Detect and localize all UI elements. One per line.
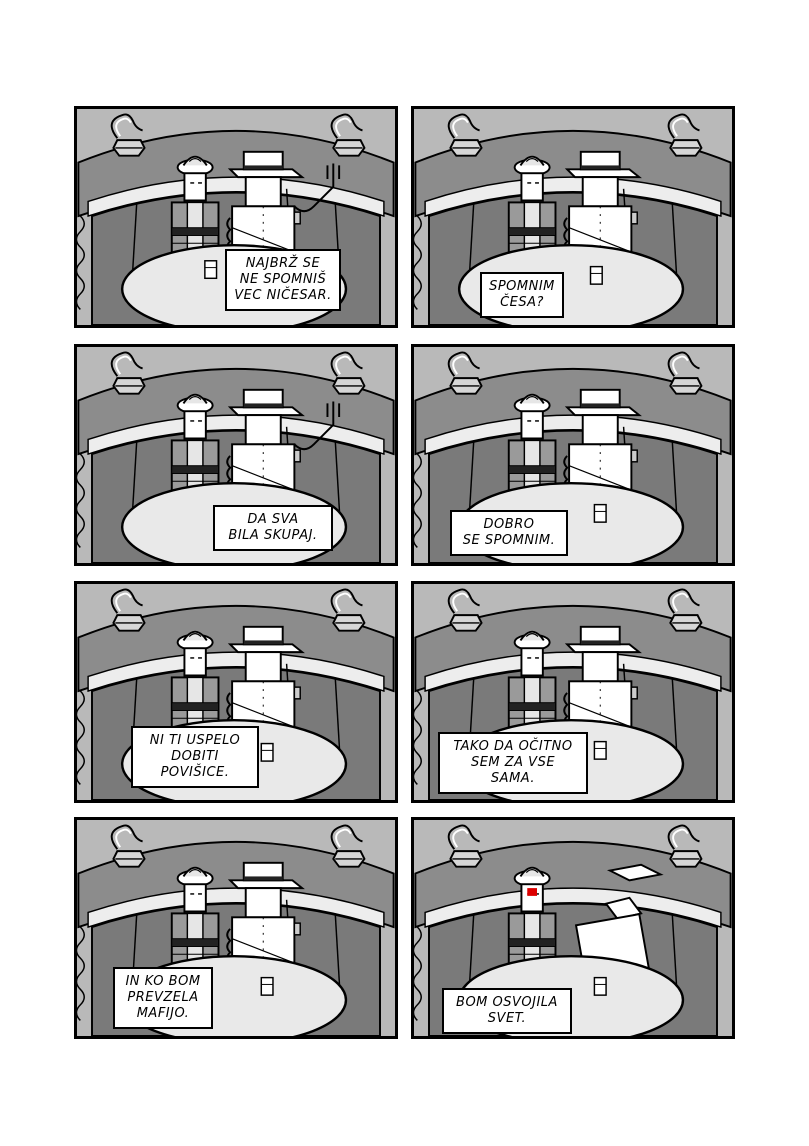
caption-box: IN KO BOM PREVZELA MAFIJO.: [113, 967, 213, 1029]
comic-panel-7: IN KO BOM PREVZELA MAFIJO.: [74, 817, 398, 1039]
panel-1-scene: [77, 113, 395, 325]
panel-2-scene: [414, 113, 732, 325]
caption-box: TAKO DA OČITNO SEM ZA VSE SAMA.: [438, 732, 588, 794]
panel-8-scene: [414, 824, 732, 1036]
comic-panel-3: DA SVA BILA SKUPAJ.: [74, 344, 398, 566]
comic-panel-1: NAJBRŽ SE NE SPOMNIŠ VEC NIČESAR.: [74, 106, 398, 328]
caption-box: BOM OSVOJILA SVET.: [442, 988, 572, 1034]
caption-box: NAJBRŽ SE NE SPOMNIŠ VEC NIČESAR.: [225, 249, 341, 311]
comic-panel-6: TAKO DA OČITNO SEM ZA VSE SAMA.: [411, 581, 735, 803]
caption-box: DA SVA BILA SKUPAJ.: [213, 505, 333, 551]
caption-box: DOBRO SE SPOMNIM.: [450, 510, 568, 556]
caption-box: SPOMNIM ČESA?: [480, 272, 564, 318]
panel-3-scene: [77, 351, 395, 563]
caption-box: NI TI USPELO DOBITI POVIŠICE.: [131, 726, 259, 788]
comic-panel-2: SPOMNIM ČESA?: [411, 106, 735, 328]
comic-panel-8: BOM OSVOJILA SVET.: [411, 817, 735, 1039]
comic-panel-4: DOBRO SE SPOMNIM.: [411, 344, 735, 566]
comic-panel-5: NI TI USPELO DOBITI POVIŠICE.: [74, 581, 398, 803]
